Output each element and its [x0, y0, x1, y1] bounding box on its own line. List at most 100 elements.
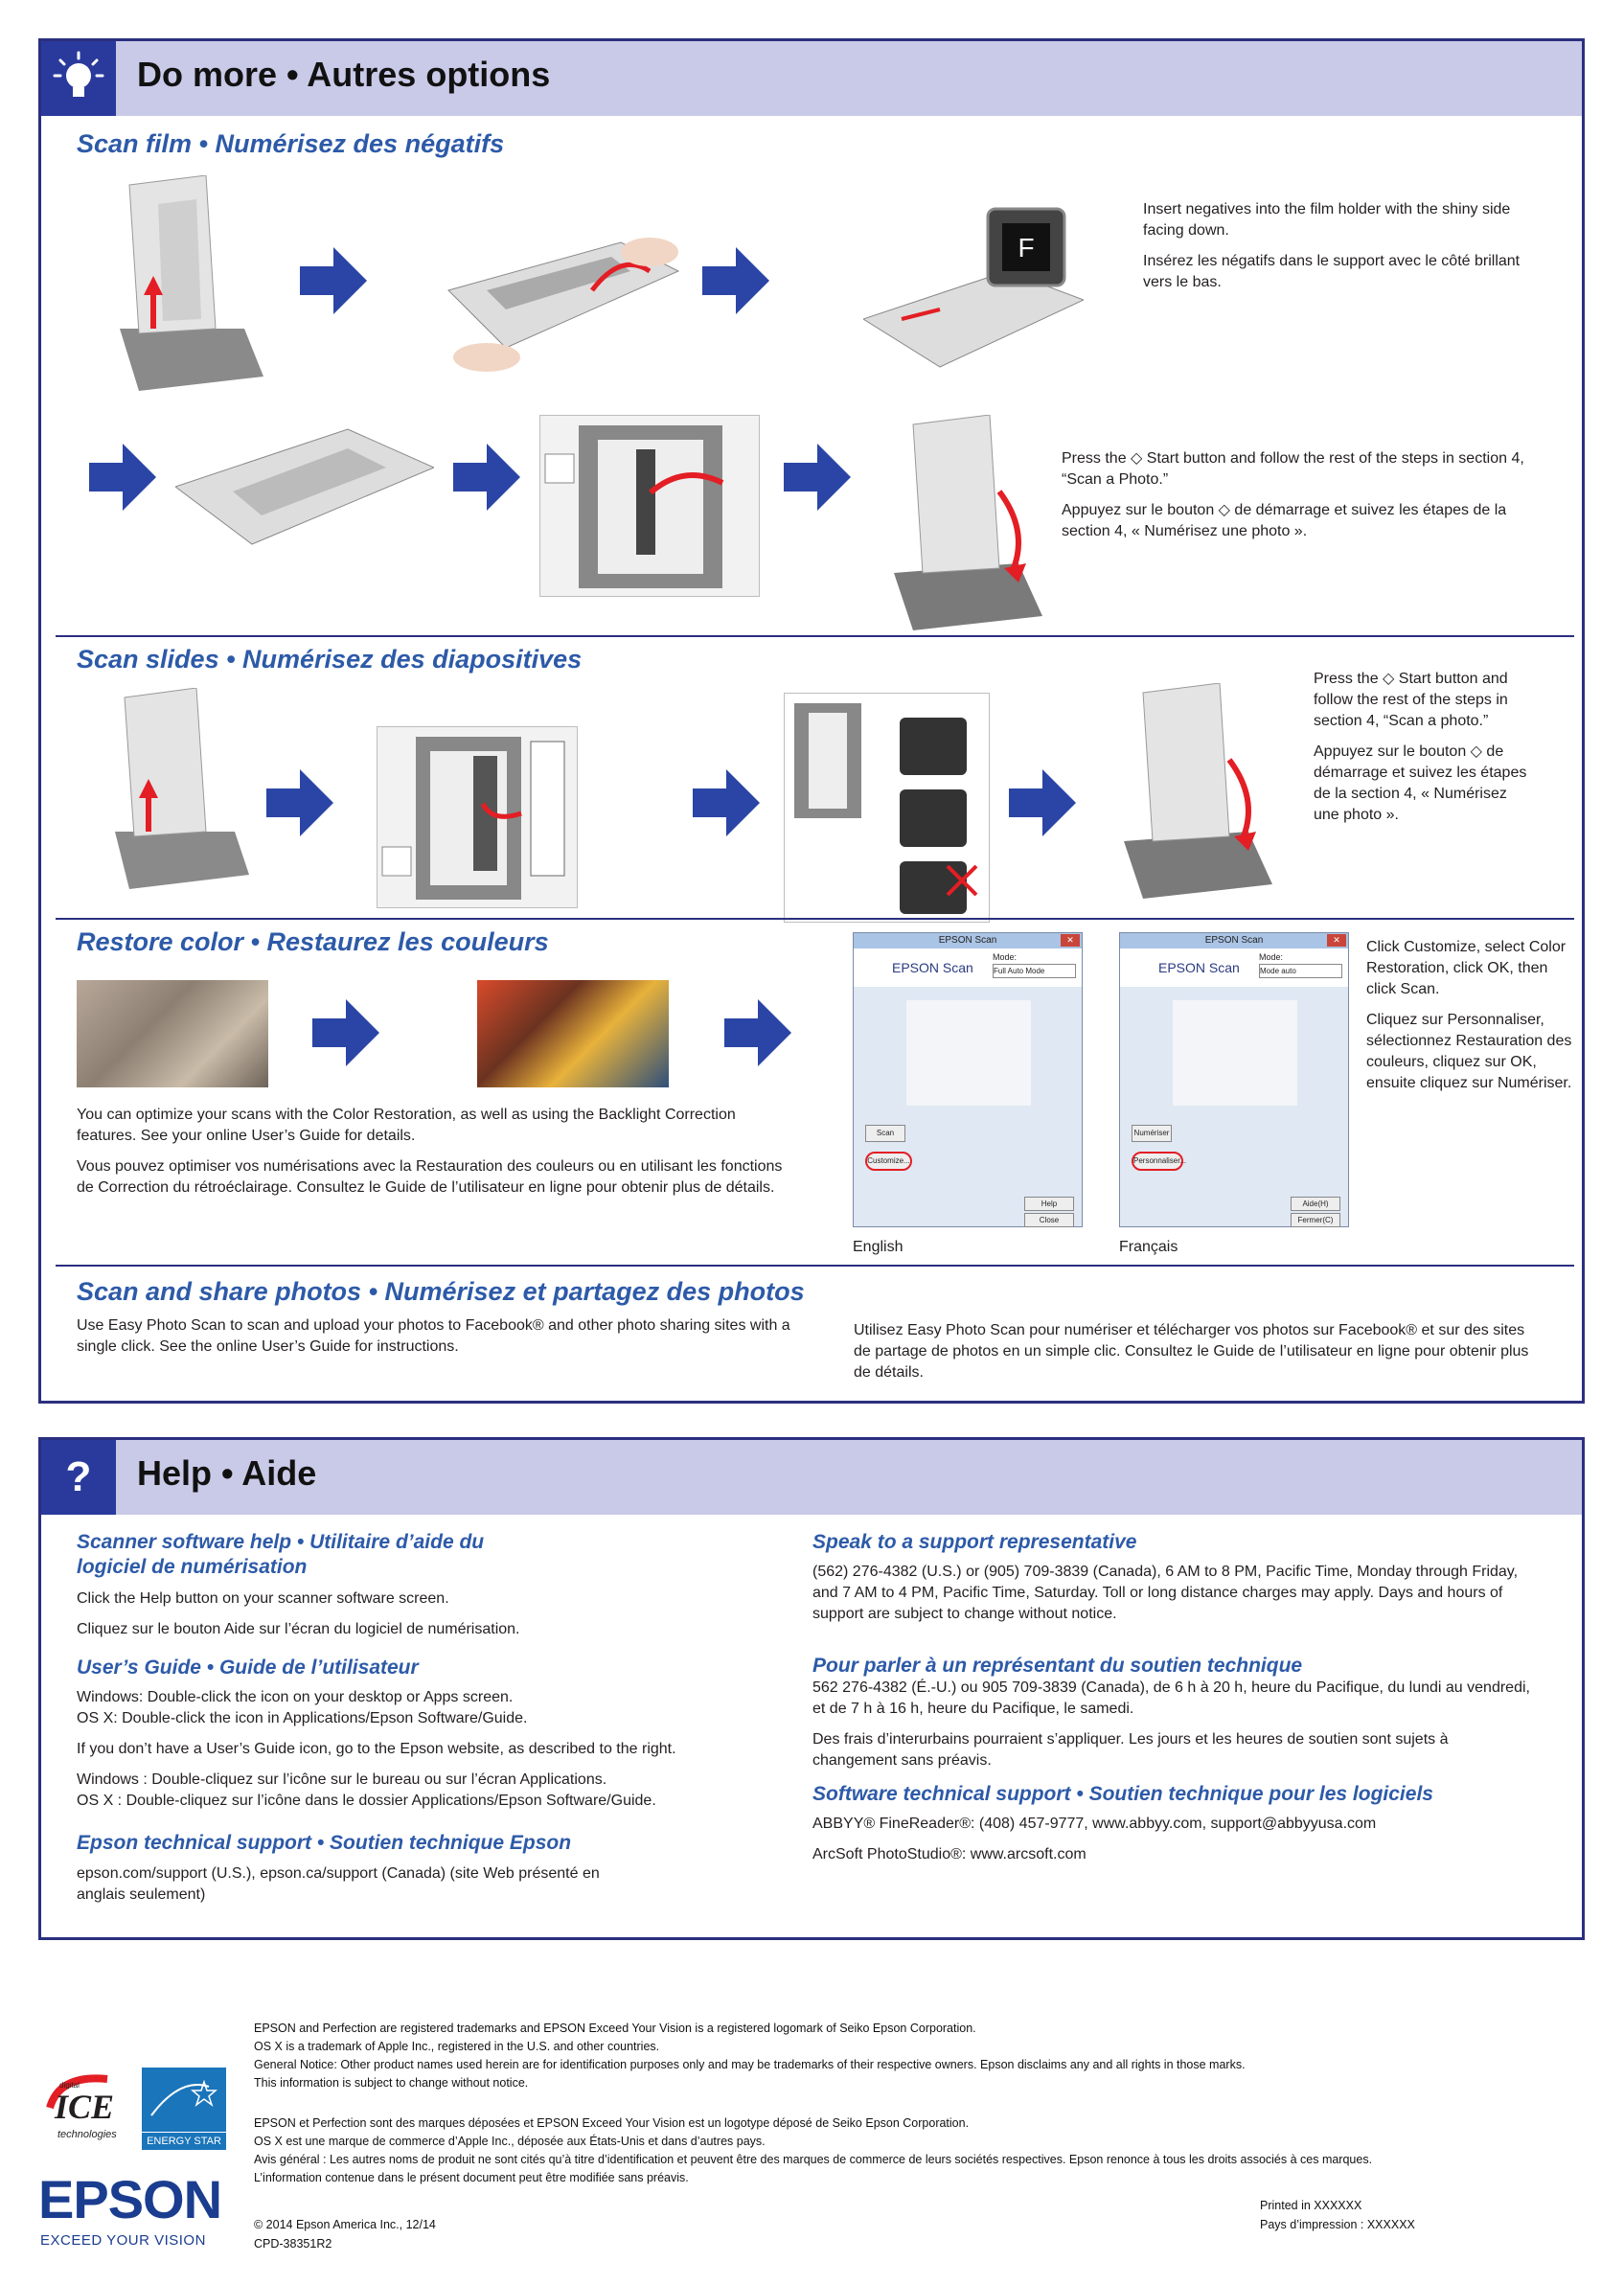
scan-slides-text: Press the ◇ Start button and follow the … — [1314, 669, 1529, 835]
arrow-right-icon — [312, 999, 379, 1066]
ice-sub-text: technologies — [57, 2129, 117, 2140]
software-support-text: ABBYY® FineReader®: (408) 457-9777, www.… — [812, 1814, 1531, 1875]
scan-button[interactable]: Numériser — [1132, 1125, 1172, 1142]
film-holder-placement-illustration — [539, 415, 760, 597]
guide-win-fr: Windows : Double-cliquez sur l’icône sur… — [77, 1771, 607, 1788]
restored-photo — [477, 980, 669, 1087]
ice-small-text: digital — [59, 2081, 80, 2090]
scanner-help-fr: Cliquez sur le bouton Aide sur l’écran d… — [77, 1621, 520, 1637]
guide-none-en: If you don’t have a User’s Guide icon, g… — [77, 1741, 676, 1757]
scanner-lid-open-illustration — [101, 687, 254, 899]
question-mark-icon: ? — [41, 1440, 116, 1515]
epson-support-text[interactable]: epson.com/support (U.S.), epson.ca/suppo… — [77, 1865, 600, 1903]
restore-color-fr: Vous pouvez optimiser vos numérisations … — [77, 1158, 783, 1196]
do-more-title: Do more • Autres options — [137, 55, 551, 94]
scanner-lid-open-illustration — [101, 174, 273, 405]
scanner-help-en: Click the Help button on your scanner so… — [77, 1590, 449, 1607]
epson-scan-window-english: EPSON Scan ✕ EPSON Scan Mode: Full Auto … — [853, 932, 1083, 1227]
epson-tagline: EXCEED YOUR VISION — [40, 2232, 206, 2249]
scan-film-step2-en: Press the ◇ Start button and follow the … — [1062, 450, 1524, 488]
scan-slides-fr: Appuyez sur le bouton ◇ de démarrage et … — [1314, 743, 1527, 823]
parler-text-2: Des frais d’interurbains pourraient s’ap… — [812, 1731, 1449, 1769]
close-button[interactable]: Close — [1024, 1213, 1074, 1227]
scanner-help-text: Click the Help button on your scanner so… — [77, 1588, 786, 1650]
restore-color-text: You can optimize your scans with the Col… — [77, 1105, 786, 1208]
restore-color-instr-fr: Cliquez sur Personnaliser, sélectionnez … — [1366, 1012, 1572, 1091]
restore-color-en: You can optimize your scans with the Col… — [77, 1107, 736, 1144]
parler-title: Pour parler à un représentant du soutien… — [812, 1655, 1303, 1677]
slide-holder-illustration — [377, 726, 578, 908]
mode-select[interactable]: Mode auto — [1259, 964, 1342, 978]
caption-french: Français — [1119, 1239, 1178, 1255]
speak-text: (562) 276-4382 (U.S.) or (905) 709-3839 … — [812, 1564, 1519, 1622]
slide-orientation-illustration — [784, 693, 990, 923]
lightbulb-icon — [41, 41, 116, 116]
film-holder-loaded-illustration — [173, 420, 436, 563]
scan-button[interactable]: Scan — [865, 1125, 905, 1142]
scan-film-step1-en: Insert negatives into the film holder wi… — [1143, 201, 1511, 239]
epson-support-title: Epson technical support • Soutien techni… — [77, 1832, 572, 1854]
energy-star-logo: ENERGY STAR — [142, 2068, 226, 2150]
window-brand: EPSON Scan — [1158, 960, 1240, 975]
close-icon[interactable]: ✕ — [1327, 934, 1346, 947]
parler-text: 562 276-4382 (É.-U.) ou 905 709-3839 (Ca… — [812, 1678, 1531, 1781]
arrow-right-icon — [724, 999, 791, 1066]
scan-share-en: Use Easy Photo Scan to scan and upload y… — [77, 1317, 790, 1355]
do-more-header: Do more • Autres options — [41, 41, 1582, 116]
guide-osx-en: OS X: Double-click the icon in Applicati… — [77, 1710, 528, 1726]
help-button[interactable]: Help — [1024, 1197, 1074, 1211]
part-number: CPD-38351R2 — [254, 2237, 332, 2251]
software-support-title: Software technical support • Soutien tec… — [812, 1783, 1433, 1805]
close-button[interactable]: Fermer(C) — [1291, 1213, 1340, 1227]
customize-button[interactable]: Customize... — [865, 1152, 912, 1171]
users-guide-text: Windows: Double-click the icon on your d… — [77, 1687, 805, 1821]
printed-in-fr: Pays d’impression : XXXXXX — [1260, 2218, 1415, 2231]
scan-slides-title: Scan slides • Numérisez des diapositives — [77, 645, 583, 674]
do-more-panel: Do more • Autres options Scan film • Num… — [38, 38, 1585, 1404]
scan-film-title: Scan film • Numérisez des négatifs — [77, 129, 505, 158]
ice-big-text: ICE — [55, 2088, 115, 2126]
scan-film-step1-fr: Insérez les négatifs dans le support ave… — [1143, 253, 1521, 290]
window-titlebar: EPSON Scan ✕ — [854, 933, 1082, 948]
energy-star-label: ENERGY STAR — [142, 2132, 226, 2150]
arcsoft-line: ArcSoft PhotoStudio®: www.arcsoft.com — [812, 1846, 1086, 1862]
customize-button[interactable]: Personnaliser... — [1132, 1152, 1186, 1171]
svg-text:F: F — [1018, 233, 1034, 263]
mode-select[interactable]: Full Auto Mode — [993, 964, 1076, 978]
users-guide-title: User’s Guide • Guide de l’utilisateur — [77, 1657, 419, 1679]
section-divider — [56, 635, 1574, 637]
window-titlebar: EPSON Scan ✕ — [1120, 933, 1348, 948]
close-icon[interactable]: ✕ — [1061, 934, 1080, 947]
speak-title: Speak to a support representative — [812, 1531, 1137, 1553]
scanner-lid-close-illustration — [1114, 682, 1277, 913]
help-button[interactable]: Aide(H) — [1291, 1197, 1340, 1211]
restore-color-title: Restore color • Restaurez les couleurs — [77, 927, 549, 956]
scan-share-fr: Utilisez Easy Photo Scan pour numériser … — [854, 1322, 1529, 1381]
printed-in-en: Printed in XXXXXX — [1260, 2199, 1362, 2212]
faded-photo — [77, 980, 268, 1087]
film-holder-removal-illustration — [429, 214, 688, 386]
help-header: ? Help • Aide — [41, 1440, 1582, 1515]
arrow-right-icon — [266, 769, 333, 836]
help-panel: ? Help • Aide Scanner software help • Ut… — [38, 1437, 1585, 1940]
section-divider — [56, 1265, 1574, 1267]
help-title: Help • Aide — [137, 1453, 317, 1493]
scan-film-step1-text: Insert negatives into the film holder wi… — [1143, 199, 1536, 303]
legal-english: EPSON and Perfection are registered trad… — [254, 2022, 1246, 2090]
film-insert-illustration: F — [861, 175, 1086, 396]
abbyy-line: ABBYY® FineReader®: (408) 457-9777, www.… — [812, 1816, 1377, 1832]
section-divider — [56, 918, 1574, 920]
guide-osx-fr: OS X : Double-cliquez sur l’icône dans l… — [77, 1793, 656, 1809]
digital-ice-logo: digital ICE technologies — [40, 2069, 126, 2146]
scan-film-step2-fr: Appuyez sur le bouton ◇ de démarrage et … — [1062, 502, 1507, 539]
scan-film-step2-text: Press the ◇ Start button and follow the … — [1062, 448, 1531, 552]
caption-english: English — [853, 1239, 903, 1255]
arrow-right-icon — [300, 247, 367, 314]
arrow-right-icon — [453, 444, 520, 511]
restore-color-instr-en: Click Customize, select Color Restoratio… — [1366, 939, 1567, 997]
window-brand: EPSON Scan — [892, 960, 973, 975]
restore-color-instructions: Click Customize, select Color Restoratio… — [1366, 937, 1572, 1104]
arrow-right-icon — [1009, 769, 1076, 836]
scanner-lid-close-illustration — [884, 414, 1047, 645]
epson-scan-window-french: EPSON Scan ✕ EPSON Scan Mode: Mode auto … — [1119, 932, 1349, 1227]
